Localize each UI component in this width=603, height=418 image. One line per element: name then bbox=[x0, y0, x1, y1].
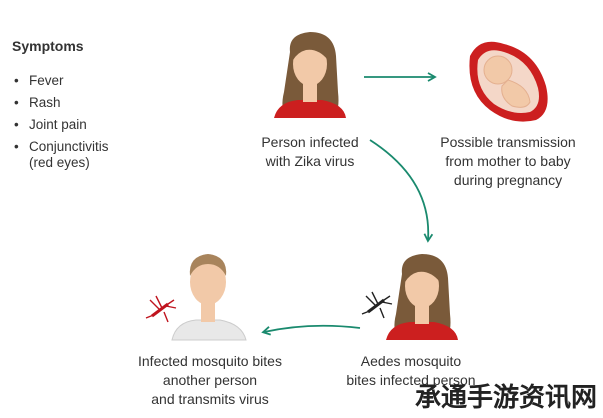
infected-mosquito-icon bbox=[145, 295, 177, 323]
symptom-item-rash: Rash bbox=[14, 92, 109, 114]
fetus-illustration bbox=[469, 41, 548, 122]
symptoms-title: Symptoms bbox=[12, 38, 84, 54]
symptom-item-joint-pain: Joint pain bbox=[14, 114, 109, 136]
caption-aedes-mosquito: Aedes mosquito bites infected person bbox=[346, 353, 476, 388]
caption-infected-mosquito-bites: Infected mosquito bites another person a… bbox=[138, 353, 282, 407]
symptom-item-conjunctivitis: Conjunctivitis bbox=[14, 136, 109, 158]
arrow-to-mosquito bbox=[369, 139, 434, 243]
man-illustration bbox=[171, 254, 247, 341]
aedes-mosquito-icon bbox=[361, 291, 393, 319]
symptom-note: (red eyes) bbox=[29, 155, 90, 170]
infected-woman-illustration bbox=[274, 32, 346, 118]
symptom-item-fever: Fever bbox=[14, 70, 109, 92]
watermark-text: 承通手游资讯网 bbox=[414, 382, 597, 412]
bitten-woman-illustration bbox=[386, 254, 458, 340]
symptom-list: Fever Rash Joint pain Conjunctivitis (re… bbox=[14, 70, 109, 171]
caption-infected-person: Person infected with Zika virus bbox=[261, 134, 359, 169]
caption-transmission: Possible transmission from mother to bab… bbox=[440, 134, 576, 188]
arrow-to-another-person bbox=[261, 324, 361, 336]
